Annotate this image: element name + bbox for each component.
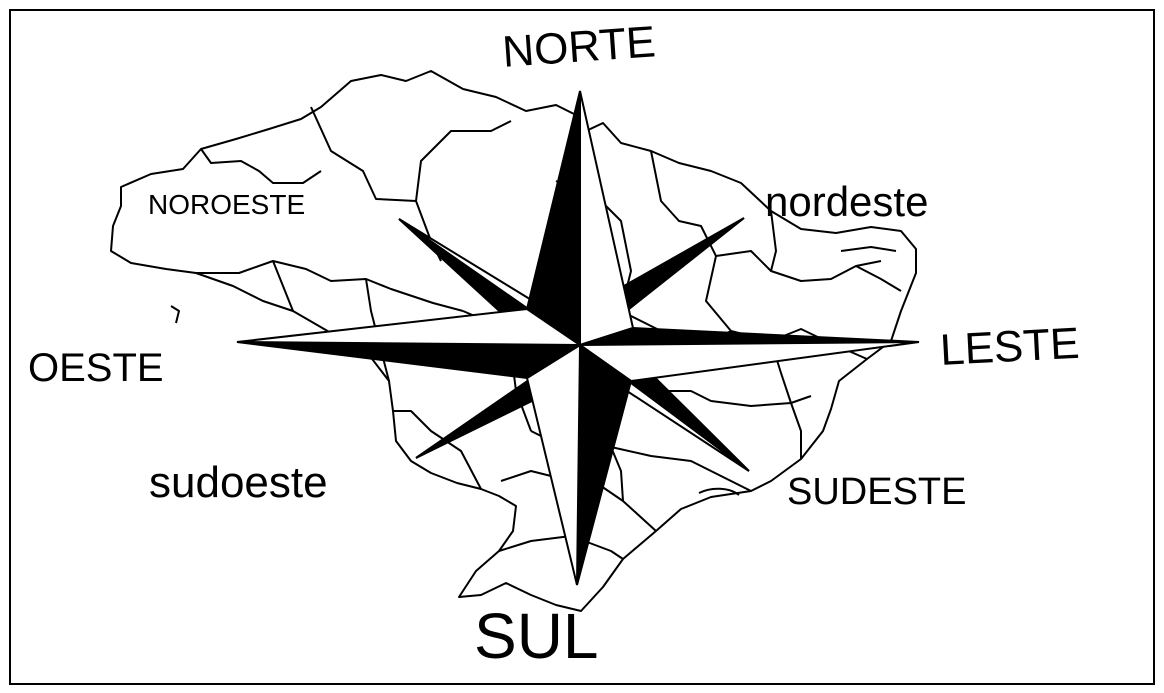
state-border xyxy=(498,535,624,560)
label-south: SUL xyxy=(474,600,599,672)
label-northeast: nordeste xyxy=(765,178,929,225)
state-border xyxy=(415,120,512,202)
map-frame: NORTE NOROESTE nordeste LESTE OESTE sudo… xyxy=(9,9,1155,685)
compass-point-n-light xyxy=(579,90,635,347)
compass-point-e-light xyxy=(576,341,920,383)
compass-rose-icon xyxy=(236,90,920,586)
map-canvas xyxy=(110,70,920,612)
state-border xyxy=(840,246,897,252)
state-border xyxy=(200,148,322,184)
state-border xyxy=(393,410,482,490)
brazil-map-outline xyxy=(110,70,917,612)
compass-point-w-light xyxy=(236,307,584,347)
label-east: LESTE xyxy=(938,318,1081,375)
label-northwest: NOROESTE xyxy=(148,189,306,220)
coast-island xyxy=(698,487,740,496)
state-border xyxy=(272,260,294,312)
river xyxy=(170,305,180,324)
compass-point-s-light xyxy=(525,343,582,586)
state-border xyxy=(650,150,717,257)
compass-point-w-dark xyxy=(236,341,584,380)
label-southeast: SUDESTE xyxy=(787,471,967,513)
state-border xyxy=(770,210,777,272)
state-border xyxy=(770,340,802,459)
label-west: OESTE xyxy=(28,346,164,390)
state-border xyxy=(196,260,464,312)
state-border xyxy=(610,446,624,502)
label-north: NORTE xyxy=(500,17,658,77)
state-border xyxy=(855,265,902,292)
compass-point-n-dark xyxy=(525,90,581,347)
label-southwest: sudoeste xyxy=(149,458,328,507)
